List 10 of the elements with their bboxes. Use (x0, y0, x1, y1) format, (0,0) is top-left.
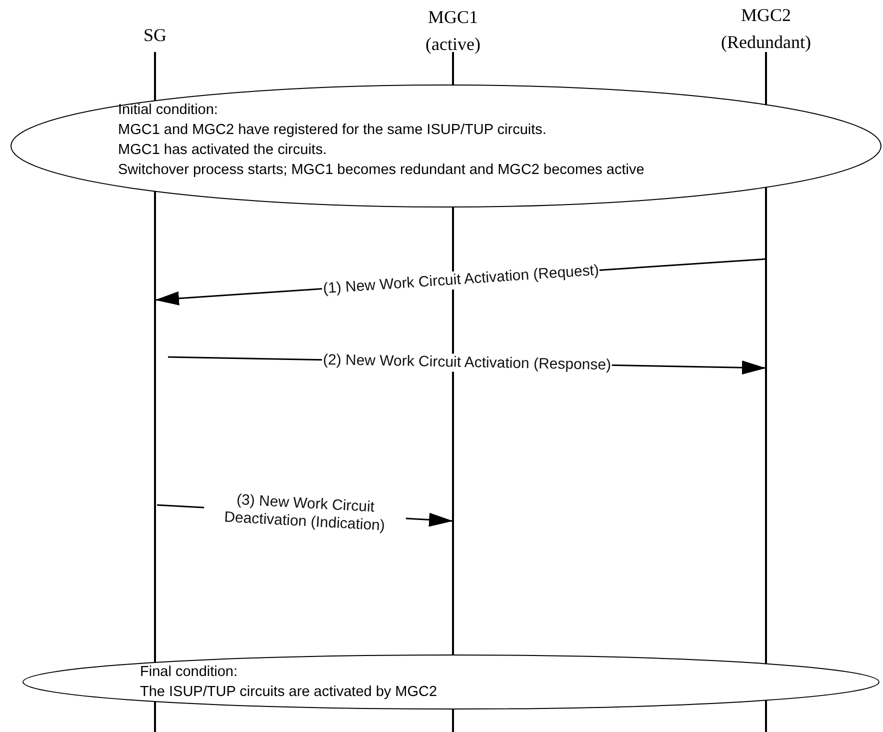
edge-label: (1) New Work Circuit Activation (Request) (320, 261, 600, 298)
edge-label: (2) New Work Circuit Activation (Response) (322, 350, 612, 374)
condition-text: Switchover process starts; MGC1 becomes redundant and MGC2 becomes active (118, 161, 644, 180)
condition-ellipse (10, 84, 882, 208)
condition-text: MGC1 has activated the circuits. (118, 141, 328, 160)
condition-heading: Initial condition: (118, 101, 219, 120)
condition-text: MGC1 and MGC2 have registered for the same ISUP/TUP circuits. (118, 121, 548, 140)
condition-heading: Final condition: (140, 663, 239, 682)
condition-text: The ISUP/TUP circuits are activated by MGC2 (140, 683, 438, 702)
condition-ellipse (22, 654, 880, 710)
